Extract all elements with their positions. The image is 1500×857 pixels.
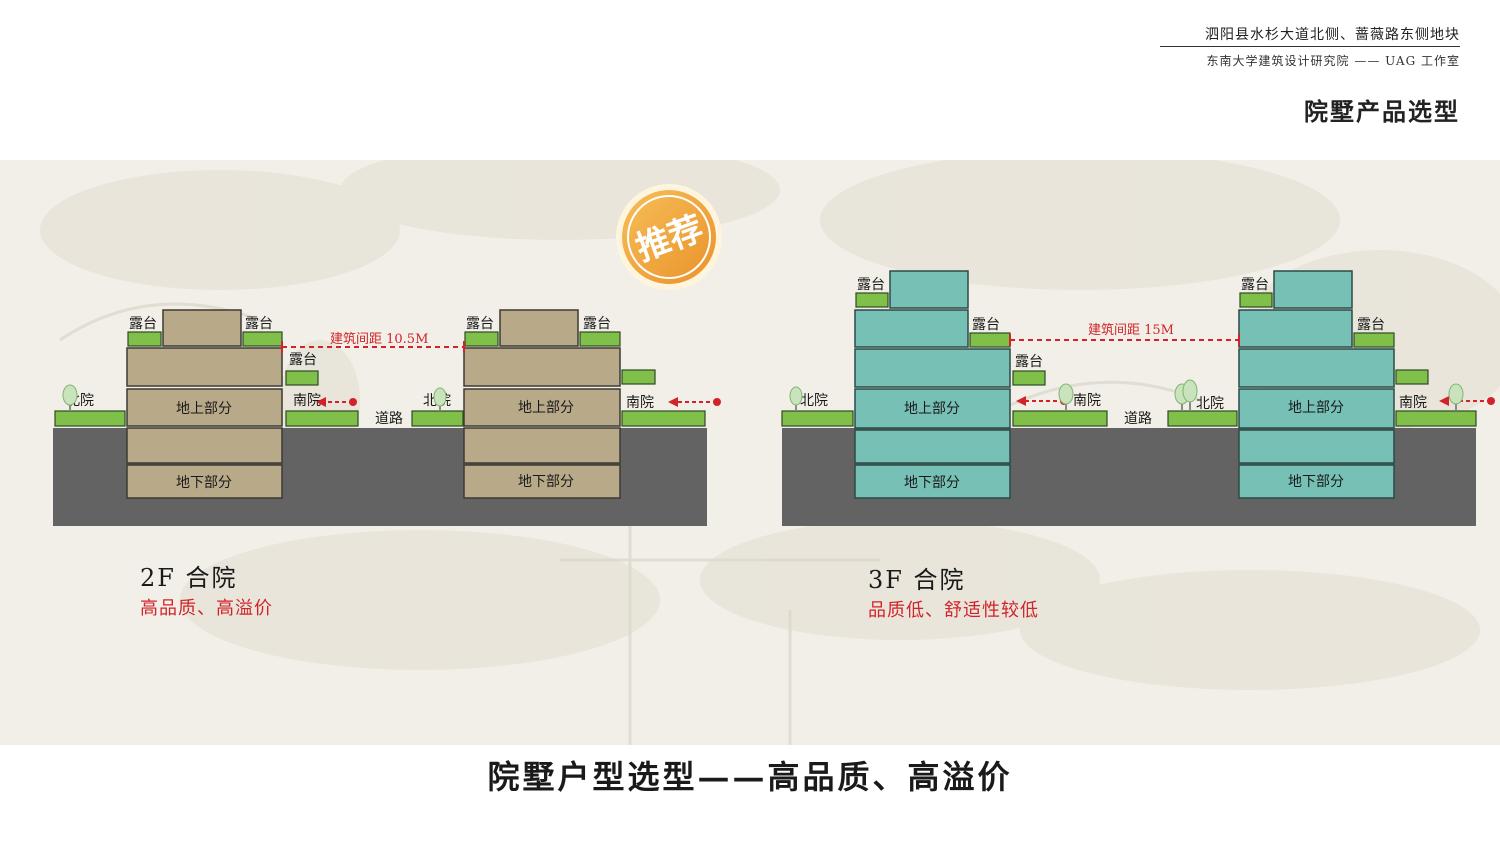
project-name: 泗阳县水杉大道北侧、蔷薇路东侧地块 — [1205, 27, 1460, 43]
floor-block — [1238, 348, 1395, 388]
above-ground-block — [854, 388, 1011, 429]
below-ground-block — [126, 464, 283, 499]
south-yard-label: 南院 — [626, 395, 654, 411]
south-yard-label: 南院 — [293, 393, 321, 409]
north-yard-pad — [1167, 410, 1238, 427]
above-ground-block — [1238, 388, 1395, 429]
below-ground-block — [463, 464, 621, 499]
floor-block — [126, 347, 283, 387]
terrace-label: 露台 — [972, 317, 1000, 333]
house-3f-right: 露台 露台 北院 南院 地上部分 地下部分 — [1167, 270, 1477, 499]
south-yard-pad — [285, 410, 359, 427]
institute-name: 东南大学建筑设计研究院 —— UAG 工作室 — [1206, 54, 1460, 68]
terrace-label: 露台 — [289, 352, 317, 368]
entry-arrow — [668, 397, 721, 407]
floor-block — [854, 309, 969, 348]
footer-conclusion: 院墅户型选型——高品质、高溢价 — [487, 758, 1013, 796]
below-ground-block — [854, 464, 1011, 499]
option-3f-subtitle: 品质低、舒适性较低 — [868, 600, 1039, 621]
floor-block — [463, 347, 621, 387]
below-ground-label: 地下部分 — [1288, 474, 1344, 490]
house-3f-left: 露台 露台 露台 北院 南院 地上部分 地下部分 — [781, 270, 1108, 499]
top-volume — [499, 309, 579, 347]
entry-arrow — [1439, 396, 1495, 406]
tree-icon — [1058, 383, 1074, 411]
terrace-label: 露台 — [129, 316, 157, 332]
tree-icon — [1448, 383, 1464, 411]
house-2f-left: 露台 露台 露台 北院 南院 地上部分 地下部分 — [54, 309, 359, 499]
terrace-pad — [1239, 292, 1273, 308]
above-ground-label: 地上部分 — [176, 401, 232, 417]
below-ground-label: 地下部分 — [904, 475, 960, 491]
terrace-pad — [285, 370, 319, 386]
below-ground-label: 地下部分 — [176, 475, 232, 491]
above-ground-block — [126, 388, 283, 427]
recommended-badge: 推荐 — [616, 184, 722, 290]
north-yard-pad — [781, 410, 854, 427]
terrace-pad — [127, 331, 162, 347]
above-ground-label: 地上部分 — [518, 400, 574, 416]
page-title: 院墅产品选型 — [1304, 97, 1460, 126]
terrace-pad — [579, 331, 621, 347]
above-ground-block — [463, 388, 621, 427]
tree-icon — [1174, 379, 1198, 411]
section-2f: 露台 露台 露台 北院 南院 地上部分 地下部分 露台 露台 北院 南院 地上部… — [53, 184, 722, 526]
floor-block — [1238, 309, 1353, 348]
tree-icon — [789, 386, 803, 411]
spacing-label: 建筑间距 15M — [1088, 322, 1174, 338]
top-volume — [889, 270, 969, 309]
option-2f-subtitle: 高品质、高溢价 — [140, 598, 273, 619]
floor-block — [463, 427, 621, 464]
terrace-label: 露台 — [583, 316, 611, 332]
north-yard-label: 北院 — [800, 393, 828, 409]
terrace-label: 露台 — [1241, 277, 1269, 293]
south-yard-pad — [1012, 410, 1108, 427]
below-ground-block — [1238, 464, 1395, 499]
entry-arrow — [316, 397, 357, 407]
north-yard-pad — [54, 410, 126, 427]
terrace-pad — [1395, 369, 1429, 385]
section-3f: 露台 露台 露台 北院 南院 地上部分 地下部分 露台 露台 北院 南院 地上部… — [781, 270, 1495, 526]
terrace-label: 露台 — [245, 316, 273, 332]
terrace-pad — [621, 369, 656, 385]
top-volume — [162, 309, 242, 347]
terrace-pad — [855, 292, 889, 308]
floor-block — [126, 427, 283, 464]
option-2f-title: 2F 合院 — [140, 564, 238, 592]
floor-block — [1238, 429, 1395, 464]
north-yard-label: 北院 — [1196, 396, 1224, 412]
south-yard-label: 南院 — [1073, 393, 1101, 409]
floor-block — [854, 348, 1011, 388]
header-divider — [1160, 46, 1460, 47]
road-label: 道路 — [375, 411, 403, 427]
terrace-label: 露台 — [1015, 354, 1043, 370]
spacing-label: 建筑间距 10.5M — [330, 331, 428, 347]
terrace-pad — [969, 332, 1011, 348]
above-ground-label: 地上部分 — [904, 401, 960, 417]
terrace-label: 露台 — [857, 277, 885, 293]
terrace-pad — [242, 331, 283, 347]
road-label: 道路 — [1124, 411, 1152, 427]
terrace-pad — [464, 331, 499, 347]
south-yard-pad — [1395, 410, 1477, 427]
option-3f-title: 3F 合院 — [868, 566, 966, 594]
below-ground-label: 地下部分 — [518, 474, 574, 490]
terrace-pad — [1353, 332, 1395, 348]
terrace-label: 露台 — [1357, 317, 1385, 333]
north-yard-pad — [411, 410, 464, 427]
terrace-label: 露台 — [466, 316, 494, 332]
tree-icon — [433, 387, 447, 411]
tree-icon — [62, 384, 78, 411]
terrace-pad — [1012, 370, 1046, 386]
south-yard-pad — [621, 410, 706, 427]
floor-block — [854, 429, 1011, 464]
above-ground-label: 地上部分 — [1288, 400, 1344, 416]
top-volume — [1273, 270, 1353, 309]
south-yard-label: 南院 — [1399, 395, 1427, 411]
